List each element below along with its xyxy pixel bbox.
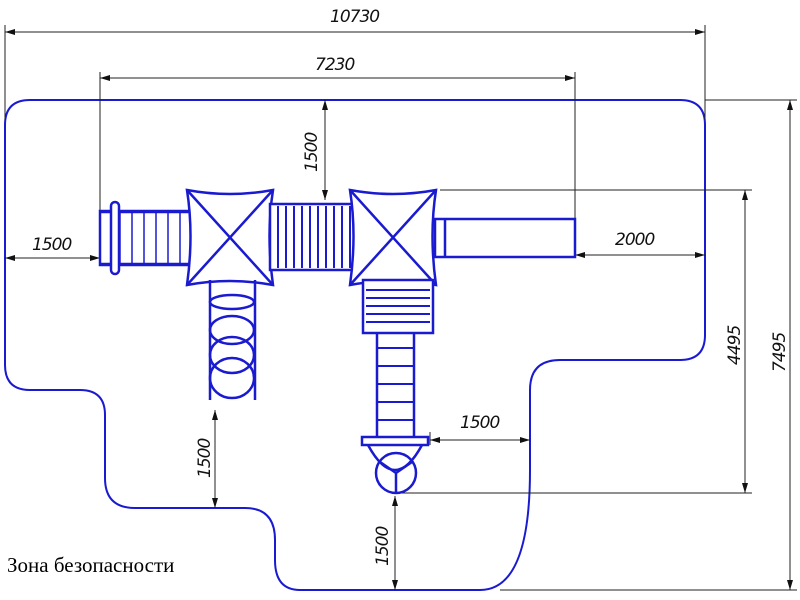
dim-structure-width: 7230 bbox=[315, 55, 354, 75]
safety-zone-caption: Зона безопасности bbox=[7, 553, 175, 577]
round-element bbox=[360, 435, 430, 495]
dim-slide-bottom-clearance: 1500 bbox=[373, 527, 393, 566]
left-ramp bbox=[98, 200, 197, 276]
tower-left-roof bbox=[185, 188, 275, 287]
dim-slide-side-clearance: 1500 bbox=[460, 413, 499, 433]
dim-overall-width: 10730 bbox=[330, 7, 379, 27]
stairs bbox=[361, 278, 435, 335]
dim-tunnel-clearance: 1500 bbox=[195, 439, 215, 478]
tower-right-roof bbox=[348, 188, 438, 287]
dim-left-clearance: 1500 bbox=[32, 235, 71, 255]
safety-zone-outline bbox=[4, 99, 706, 591]
right-slide bbox=[433, 217, 577, 259]
dimension-lines bbox=[4, 25, 797, 591]
ladder bbox=[375, 333, 416, 437]
dim-overall-depth: 7495 bbox=[770, 333, 790, 372]
tunnel bbox=[208, 280, 257, 400]
dim-right-clearance: 2000 bbox=[615, 230, 654, 250]
dim-structure-depth: 4495 bbox=[725, 326, 745, 365]
bridge bbox=[268, 202, 357, 272]
dim-top-clearance: 1500 bbox=[302, 133, 322, 172]
playground-equipment bbox=[98, 188, 577, 495]
